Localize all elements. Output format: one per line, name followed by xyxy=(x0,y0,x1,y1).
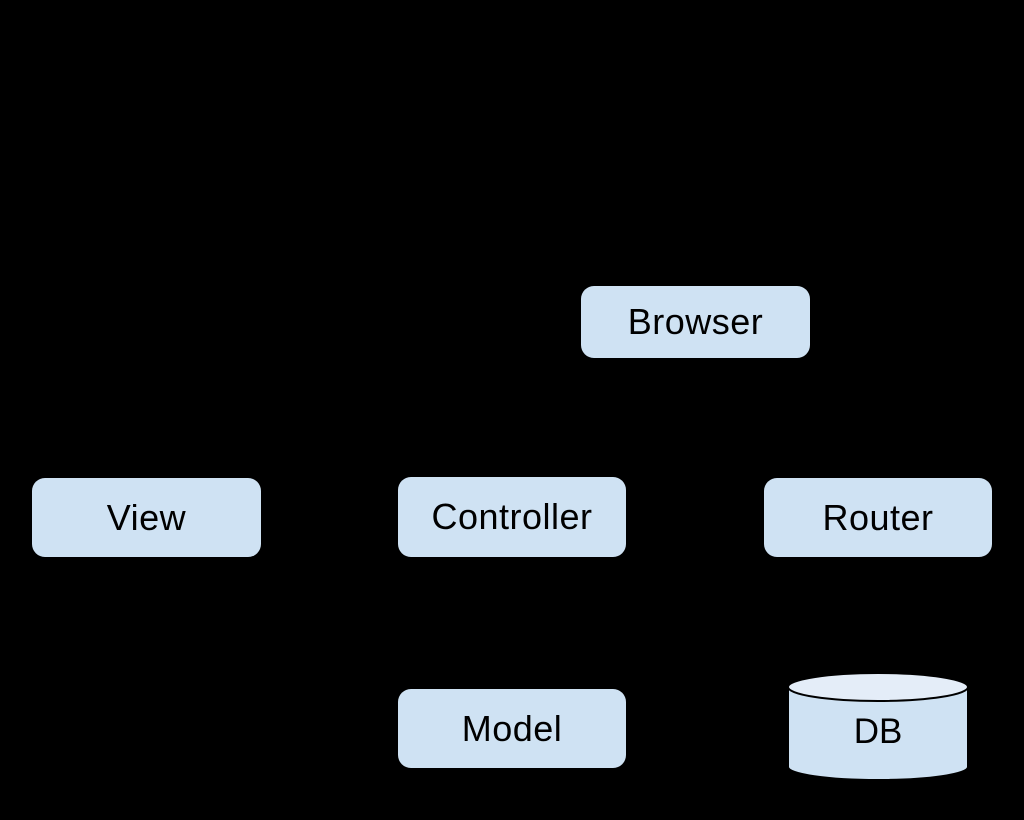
node-view: View xyxy=(32,478,261,557)
node-router: Router xyxy=(764,478,992,557)
node-view-label: View xyxy=(106,496,187,538)
node-db: DB xyxy=(787,672,969,781)
node-model: Model xyxy=(398,689,626,768)
node-browser: Browser xyxy=(581,286,810,358)
node-model-label: Model xyxy=(461,707,563,749)
node-browser-label: Browser xyxy=(627,301,764,342)
db-cylinder-body-shape xyxy=(787,687,969,781)
node-router-label: Router xyxy=(822,496,934,538)
node-controller: Controller xyxy=(398,477,626,557)
node-controller-label: Controller xyxy=(431,496,593,537)
node-db-label: DB xyxy=(854,712,903,751)
db-cylinder-top-shape xyxy=(787,672,969,702)
